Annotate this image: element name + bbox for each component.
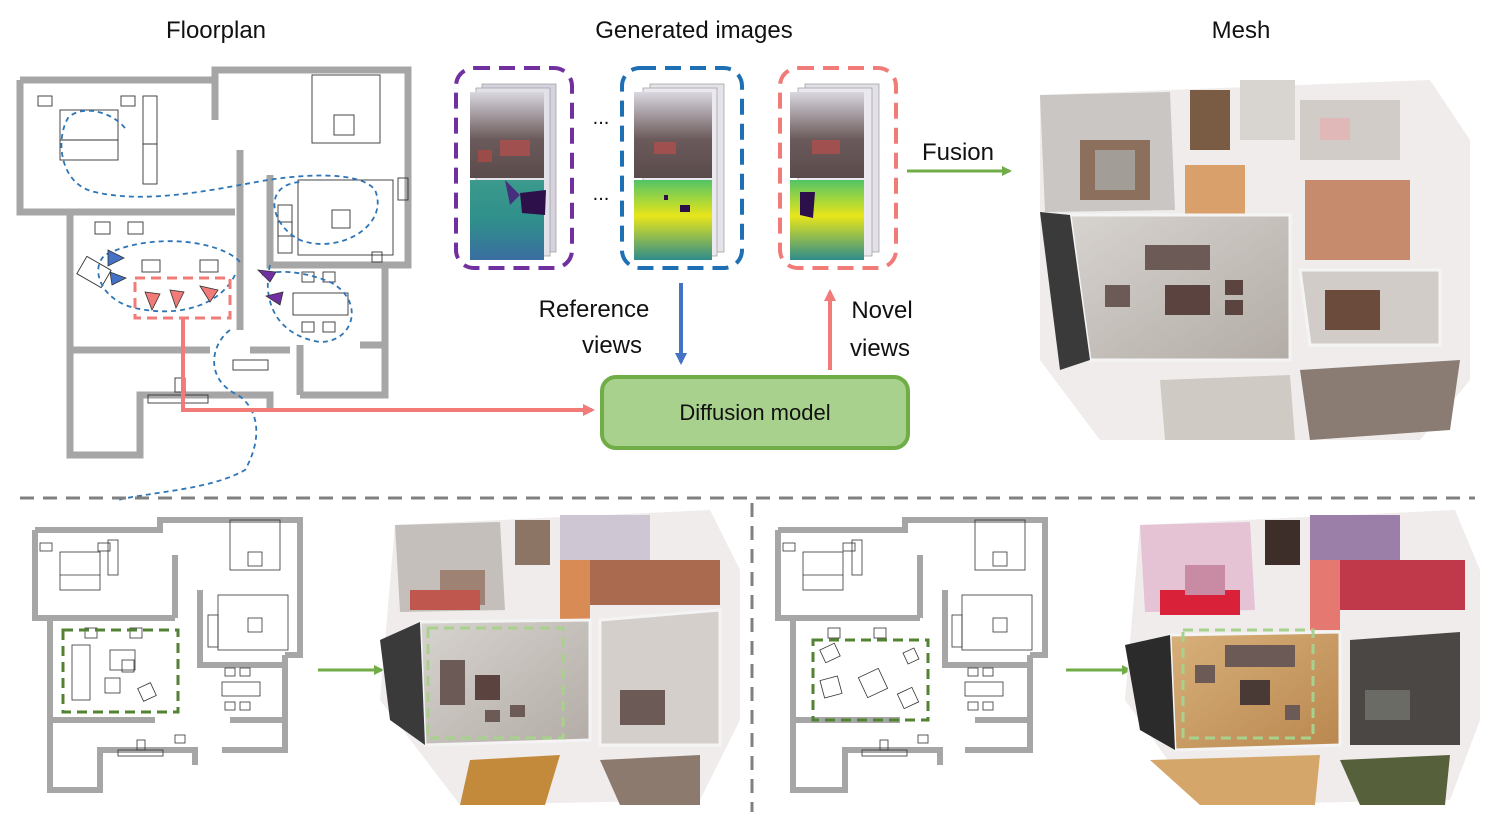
- ellipsis-bottom: ...: [593, 183, 610, 205]
- reference-views-label-2: views: [582, 332, 642, 359]
- edit-region-1: [61, 628, 180, 714]
- novel-views-label-1: Novel: [851, 297, 912, 324]
- edit-region-2: [811, 638, 930, 722]
- floorplan-top: [16, 66, 412, 459]
- ellipsis-top: ...: [593, 107, 610, 129]
- reference-stack-2: [620, 66, 744, 270]
- novel-stack: [778, 66, 898, 270]
- camera-trajectory: [60, 109, 379, 501]
- mesh-edit-2: [1125, 510, 1480, 805]
- novel-views-label-2: views: [850, 335, 910, 362]
- camera-markers: [107, 249, 284, 311]
- diffusion-model-box: [600, 375, 910, 450]
- fusion-label: Fusion: [922, 139, 994, 166]
- mesh-edit-1: [380, 510, 740, 805]
- diffusion-model-label: Diffusion model: [679, 400, 830, 425]
- edit-region-2-mesh: [1181, 628, 1315, 740]
- mesh-header: Mesh: [1212, 17, 1271, 44]
- floorplan-edit-2-furniture: [782, 519, 1033, 757]
- floorplan-to-diffusion-arrow: [181, 318, 595, 416]
- reference-views-label-1: Reference: [539, 296, 650, 323]
- floorplan-top-furniture: [37, 74, 409, 404]
- reference-stack-1: [454, 66, 574, 270]
- floorplan-edit-1: [32, 517, 303, 793]
- floorplan-header: Floorplan: [166, 17, 266, 44]
- mesh-top: [1040, 80, 1470, 440]
- floorplan-edit-1-furniture: [39, 519, 289, 757]
- edit-region-1-mesh: [426, 626, 565, 740]
- generated-images-header: Generated images: [595, 17, 792, 44]
- floorplan-edit-2: [775, 517, 1048, 793]
